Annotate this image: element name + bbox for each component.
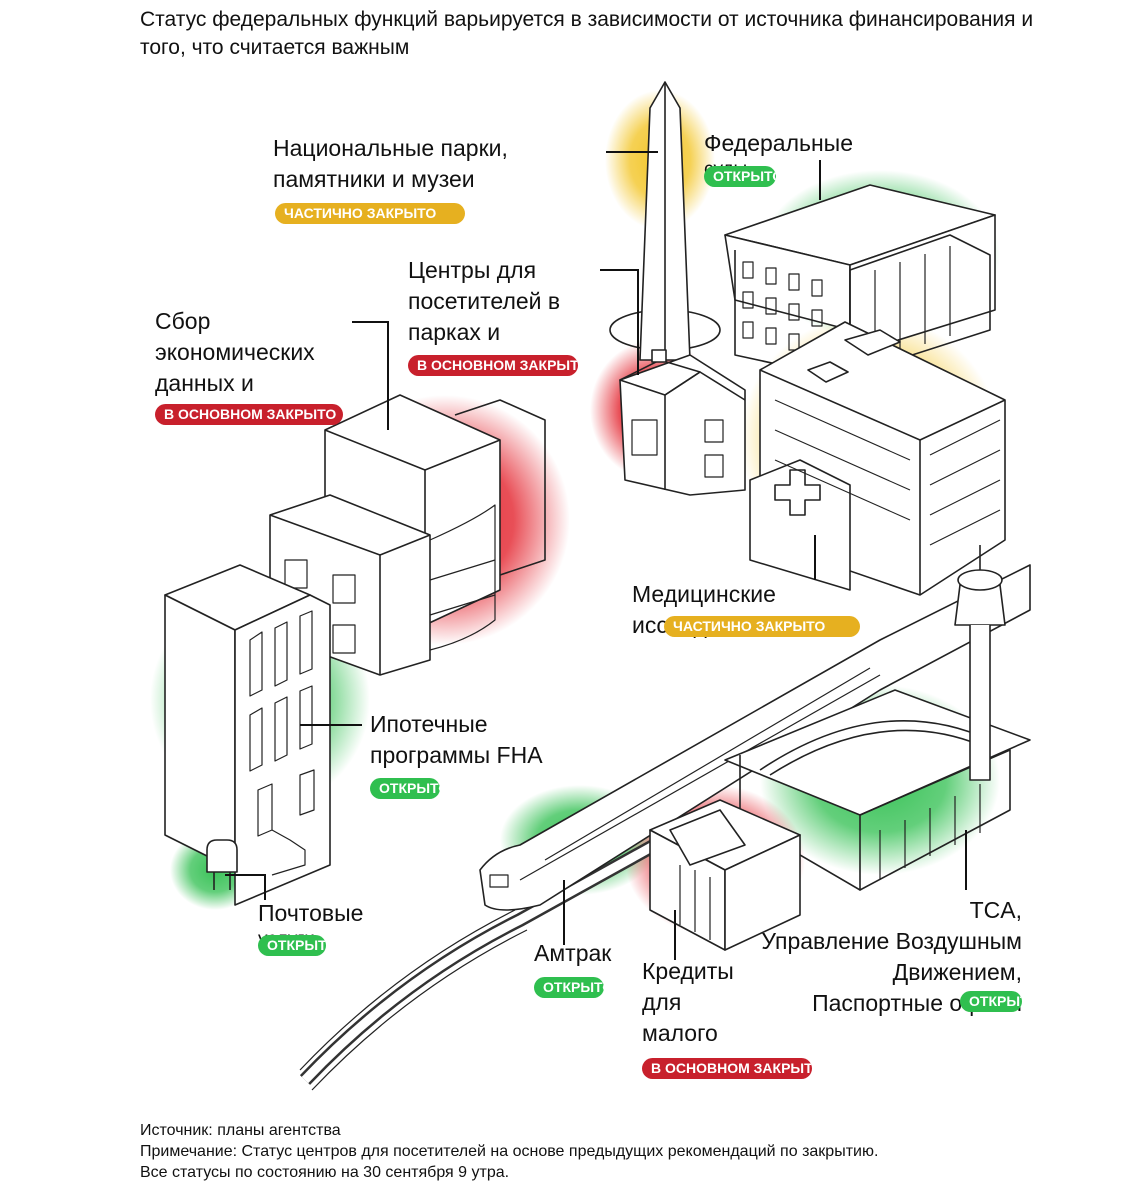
- label-economic-data: Сбор экономических данных и: [155, 308, 315, 396]
- airport-illustration: [724, 545, 1031, 891]
- status-badge-fha: ОТКРЫТО: [370, 778, 440, 799]
- status-badge-amtrak: ОТКРЫТО: [534, 977, 604, 998]
- footer: Источник: планы агентства Примечание: Ст…: [140, 1120, 878, 1183]
- label-fha: Ипотечные программы FHA: [370, 711, 543, 768]
- label-amtrak: Амтрак: [534, 940, 612, 966]
- status-badge-parks: ЧАСТИЧНО ЗАКРЫТО: [275, 203, 465, 224]
- visitor-center-illustration: [619, 349, 746, 496]
- label-visitor-centers: Центры для посетителей в парках и: [408, 257, 561, 345]
- leader-lines: [225, 151, 967, 960]
- bank-illustration: [649, 799, 801, 951]
- status-badge-tsa: ОТКРЫТО: [960, 991, 1022, 1012]
- status-badge-visitor-centers: В ОСНОВНОМ ЗАКРЫТО: [408, 355, 578, 376]
- page-title: Статус федеральных функций варьируется в…: [140, 8, 1034, 59]
- footer-source: Источник: планы агентства: [140, 1122, 341, 1139]
- footer-note: Примечание: Статус центров для посетител…: [140, 1143, 879, 1160]
- status-badge-medical: ЧАСТИЧНО ЗАКРЫТО: [664, 616, 860, 637]
- status-badge-small-business: В ОСНОВНОМ ЗАКРЫТО: [642, 1058, 812, 1079]
- status-badge-postal: ОТКРЫТО: [258, 935, 326, 956]
- railroad-illustration: [299, 564, 1031, 1091]
- label-small-business: Кредиты для малого: [642, 958, 734, 1046]
- courthouse-illustration: [724, 184, 996, 381]
- medical-building-illustration: [749, 321, 1006, 596]
- footer-asof: Все статусы по состоянию на 30 сентября …: [140, 1164, 510, 1181]
- label-parks: Национальные парки, памятники и музеи: [273, 135, 508, 192]
- status-badge-courts: ОТКРЫТО: [704, 166, 776, 187]
- townhouse-illustration: [164, 564, 331, 906]
- status-badge-economic-data: В ОСНОВНОМ ЗАКРЫТО: [155, 404, 343, 425]
